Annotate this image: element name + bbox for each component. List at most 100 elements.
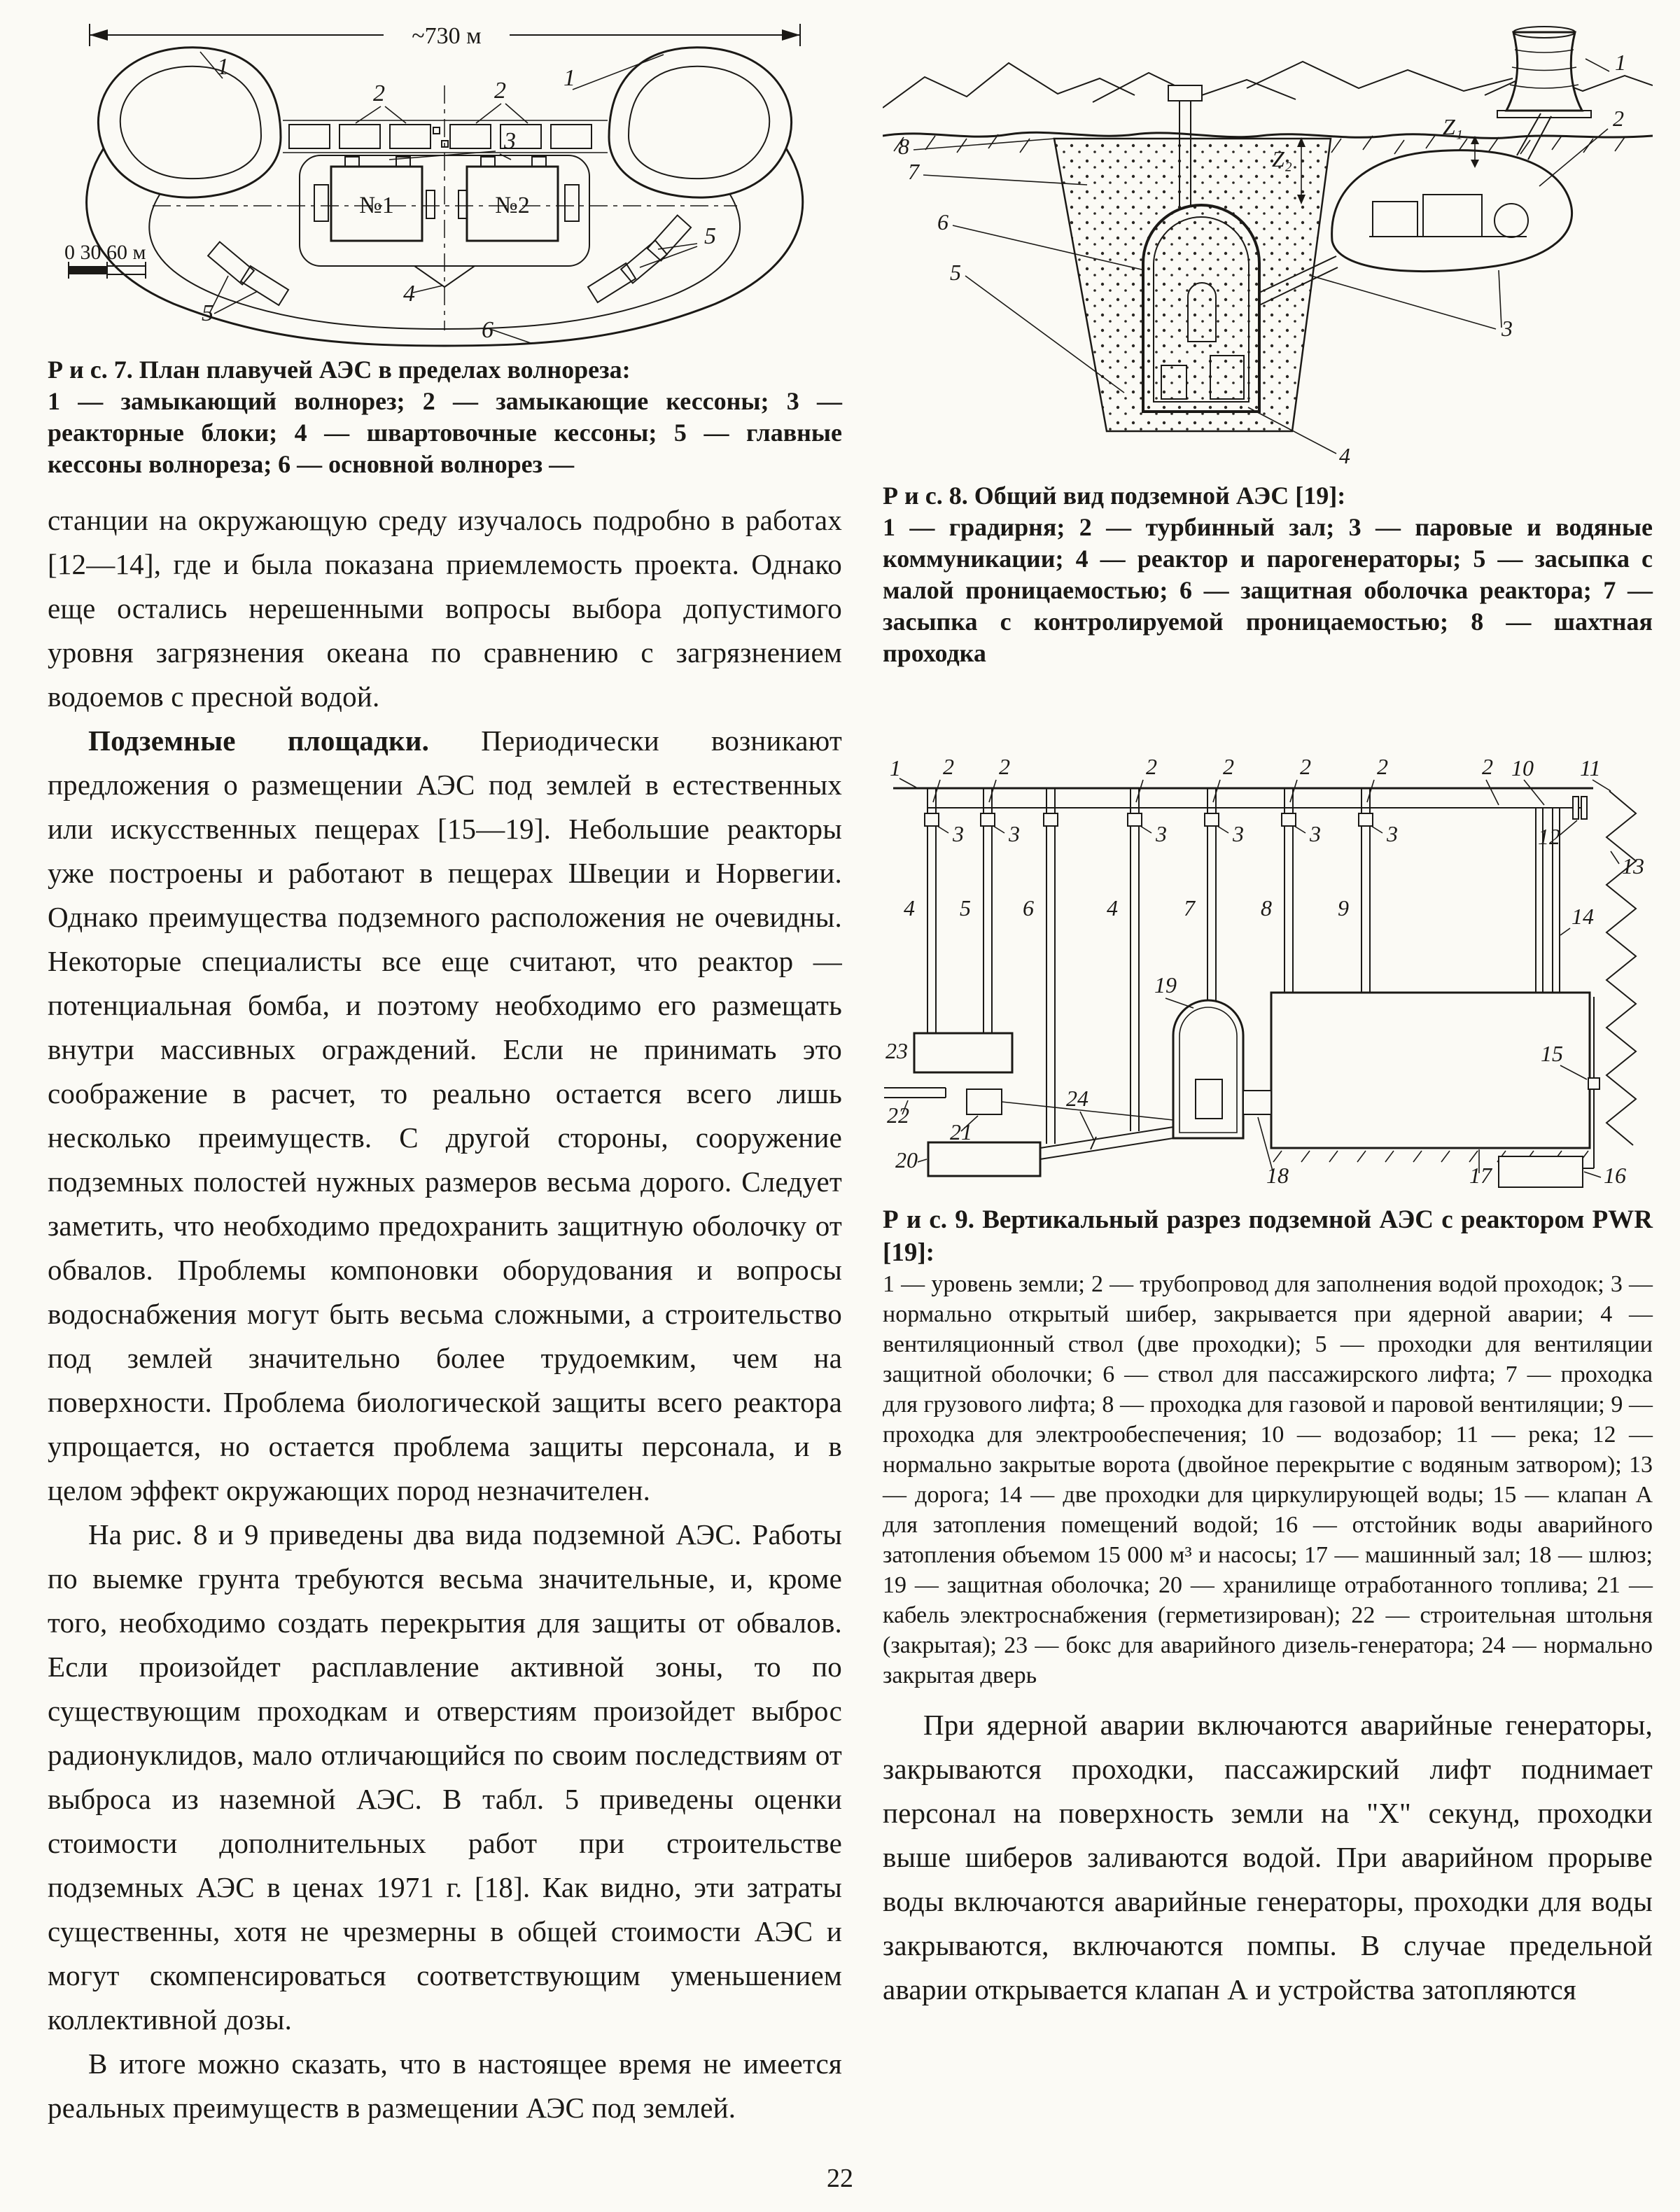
callout-2: 2 [1223,759,1234,779]
callout-3: 3 [1309,821,1321,846]
depth-z1-label: Z₁ [1443,114,1463,139]
callout-3: 3 [503,128,516,154]
figure-8-caption: Р и с. 8. Общий вид подземной АЭС [19]: … [883,480,1653,669]
figure-7-caption-body: 1 — замыкающий волнорез; 2 — замыкающие … [48,387,842,478]
callout-7: 7 [1184,895,1196,920]
callout-2: 2 [999,759,1010,779]
paragraph: При ядерной аварии включаются аварийные … [883,1709,1653,2005]
circulating-water-shafts [1535,808,1560,993]
callout-23: 23 [886,1038,908,1063]
terrain-surface [883,131,1653,155]
callout-5: 5 [960,895,971,920]
callout-3: 3 [1232,821,1244,846]
callout-19: 19 [1154,972,1177,997]
callout-10: 10 [1511,759,1534,780]
callout-3: 3 [1386,821,1398,846]
figure-8-drawing: Z₂ Z₁ 1 2 3 4 [883,26,1653,468]
reactor-containment [1142,204,1261,413]
backfill-pit [1053,137,1332,433]
auxiliary-buildings [884,1032,1174,1177]
callout-8: 8 [898,134,909,159]
figure-9-callouts: 2 2 2 2 2 2 2 3 3 3 3 3 3 [886,759,1644,1188]
callout-8: 8 [1261,895,1272,920]
paragraph: станции на окружающую среду изучалось по… [48,504,842,713]
run-in-heading: Подземные площадки. [88,724,430,757]
figure-8-callouts: 1 2 3 4 5 6 7 [898,50,1626,468]
steam-water-lines [1259,113,1552,306]
depth-arrows: Z₂ Z₁ [1272,114,1479,204]
two-column-layout: ~730 м [48,18,1653,2130]
machine-hall [1270,991,1591,1163]
callout-4: 4 [904,895,915,920]
callout-11: 11 [1580,759,1601,780]
turbine-hall-cavern [1331,149,1574,273]
callout-15: 15 [1541,1041,1563,1066]
scale-label: 0 30 60 м [64,241,146,264]
callout-6: 6 [937,209,948,234]
callout-2: 2 [1377,759,1388,779]
callout-3: 3 [952,821,964,846]
main-caissons [206,214,692,307]
right-column: Z₂ Z₁ 1 2 3 4 [883,18,1653,2130]
flood-water-sump [1498,997,1600,1188]
dimension-label: ~730 м [412,23,481,49]
figure-9: 1 [883,759,1653,1690]
river-and-gate [1572,790,1637,1146]
figure-9-caption-body: 1 — уровень земли; 2 — трубопровод для з… [883,1271,1653,1688]
figure-8: Z₂ Z₁ 1 2 3 4 [883,18,1653,669]
callout-24: 24 [1066,1086,1088,1111]
callout-3: 3 [1008,821,1020,846]
callout-9: 9 [1338,895,1349,920]
ground-level: 1 [890,759,1593,790]
callout-12: 12 [1538,824,1560,849]
callout-2: 2 [373,80,385,106]
reactor-block-1-label: №1 [359,192,393,218]
figure-9-caption-title: Р и с. 9. Вертикальный разрез подземной … [883,1205,1653,1267]
cooling-tower [1497,26,1592,118]
paragraph-text: Периодически возникают предложения о раз… [48,724,842,1506]
callout-2: 2 [1300,759,1311,779]
callout-1: 1 [890,759,901,780]
left-column: ~730 м [48,18,842,2130]
figure-9-caption: Р и с. 9. Вертикальный разрез подземной … [883,1203,1653,1690]
callout-2: 2 [943,759,954,779]
left-column-text: станции на окружающую среду изучалось по… [48,498,842,2130]
callout-2: 2 [1146,759,1157,779]
figure-8-caption-body: 1 — градирня; 2 — турбинный зал; 3 — пар… [883,513,1653,667]
callout-3: 3 [1501,316,1513,341]
callout-2: 2 [494,78,506,104]
figure-7: ~730 м [48,18,842,480]
callout-2: 2 [1613,106,1624,131]
page-number: 22 [827,2164,853,2193]
paragraph: В итоге можно сказать, что в настоящее в… [48,2047,842,2124]
callout-4: 4 [403,281,415,307]
figure-7-caption-title: Р и с. 7. План плавучей АЭС в пределах в… [48,356,631,384]
callout-4: 4 [1107,895,1118,920]
mine-shaft [1168,85,1203,206]
callout-5: 5 [704,223,716,249]
paragraph: На рис. 8 и 9 приведены два вида подземн… [48,1518,842,2036]
figure-7-caption: Р и с. 7. План плавучей АЭС в пределах в… [48,354,842,480]
callout-6: 6 [1023,895,1034,920]
callout-1: 1 [1615,50,1626,75]
reactor-block-2-label: №2 [495,192,529,218]
depth-z2-label: Z₂ [1272,146,1292,172]
callout-1: 1 [564,65,575,91]
callout-21: 21 [950,1119,972,1144]
callout-20: 20 [895,1147,918,1172]
callout-5: 5 [950,260,961,285]
figure-8-caption-title: Р и с. 8. Общий вид подземной АЭС [19]: [883,482,1346,510]
callout-7: 7 [908,159,920,184]
callout-13: 13 [1622,853,1644,878]
callout-3: 3 [1155,821,1167,846]
dimension-730m: ~730 м [89,23,801,49]
spacer [883,669,1653,759]
callout-6: 6 [482,317,493,343]
figure-9-drawing: 1 [884,759,1644,1188]
paragraph: Подземные площадки. Периодически возника… [48,719,842,1513]
callout-18: 18 [1266,1163,1289,1188]
figure-7-drawing: ~730 м [64,23,804,347]
callout-16: 16 [1604,1163,1626,1188]
closing-caissons-row [283,120,608,153]
callout-17: 17 [1469,1163,1493,1188]
